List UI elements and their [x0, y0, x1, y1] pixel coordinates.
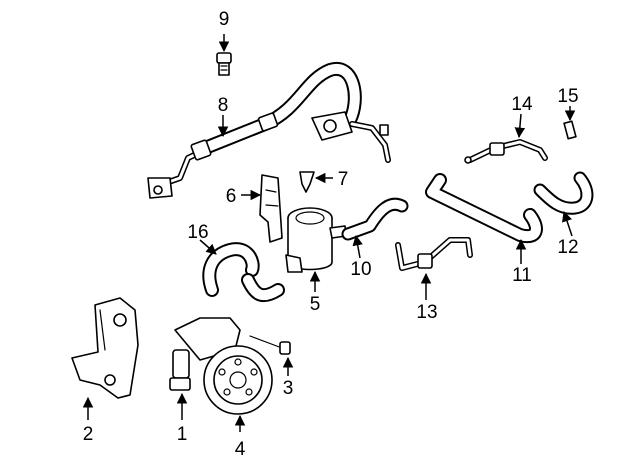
leader-14 [514, 113, 526, 139]
leader-lines [82, 34, 576, 432]
leader-12 [562, 211, 573, 237]
part-4-power-steering-pump[interactable] [174, 317, 273, 415]
callout-labels: 9 8 7 6 16 5 10 13 11 12 14 15 2 1 4 3 [83, 9, 579, 460]
part-12-hose[interactable] [533, 171, 594, 215]
part-7-clip[interactable] [299, 171, 315, 193]
leader-10 [352, 234, 363, 259]
callout-14: 14 [511, 94, 533, 115]
callout-13: 13 [416, 302, 437, 323]
callout-11: 11 [512, 265, 532, 286]
callout-12: 12 [557, 237, 578, 258]
callout-10: 10 [350, 259, 371, 280]
callout-15: 15 [557, 86, 578, 107]
leader-16 [199, 239, 217, 255]
part-9-pressure-switch[interactable] [216, 52, 232, 76]
callout-6: 6 [226, 186, 237, 207]
part-5-reservoir[interactable] [285, 207, 347, 273]
part-14-line[interactable] [464, 139, 548, 164]
part-8-pressure-hose[interactable] [147, 61, 391, 199]
callout-4: 4 [235, 439, 246, 460]
part-3-bolt[interactable] [249, 335, 291, 355]
callout-7: 7 [338, 169, 349, 190]
part-2-mounting-bracket[interactable] [71, 297, 139, 399]
part-15-bleeder[interactable] [563, 120, 577, 140]
callout-3: 3 [283, 378, 294, 399]
callout-9: 9 [219, 9, 230, 30]
part-11-hose[interactable] [425, 173, 543, 244]
callout-1: 1 [177, 424, 188, 445]
callout-2: 2 [83, 424, 94, 445]
part-1-fitting[interactable] [169, 349, 191, 391]
callout-5: 5 [310, 294, 321, 315]
callout-16: 16 [187, 222, 208, 243]
callout-8: 8 [218, 95, 229, 116]
part-10-return-hose[interactable] [341, 197, 409, 241]
part-16-hose[interactable] [202, 242, 285, 303]
part-6-bracket[interactable] [259, 174, 283, 243]
part-13-line[interactable] [395, 237, 473, 271]
